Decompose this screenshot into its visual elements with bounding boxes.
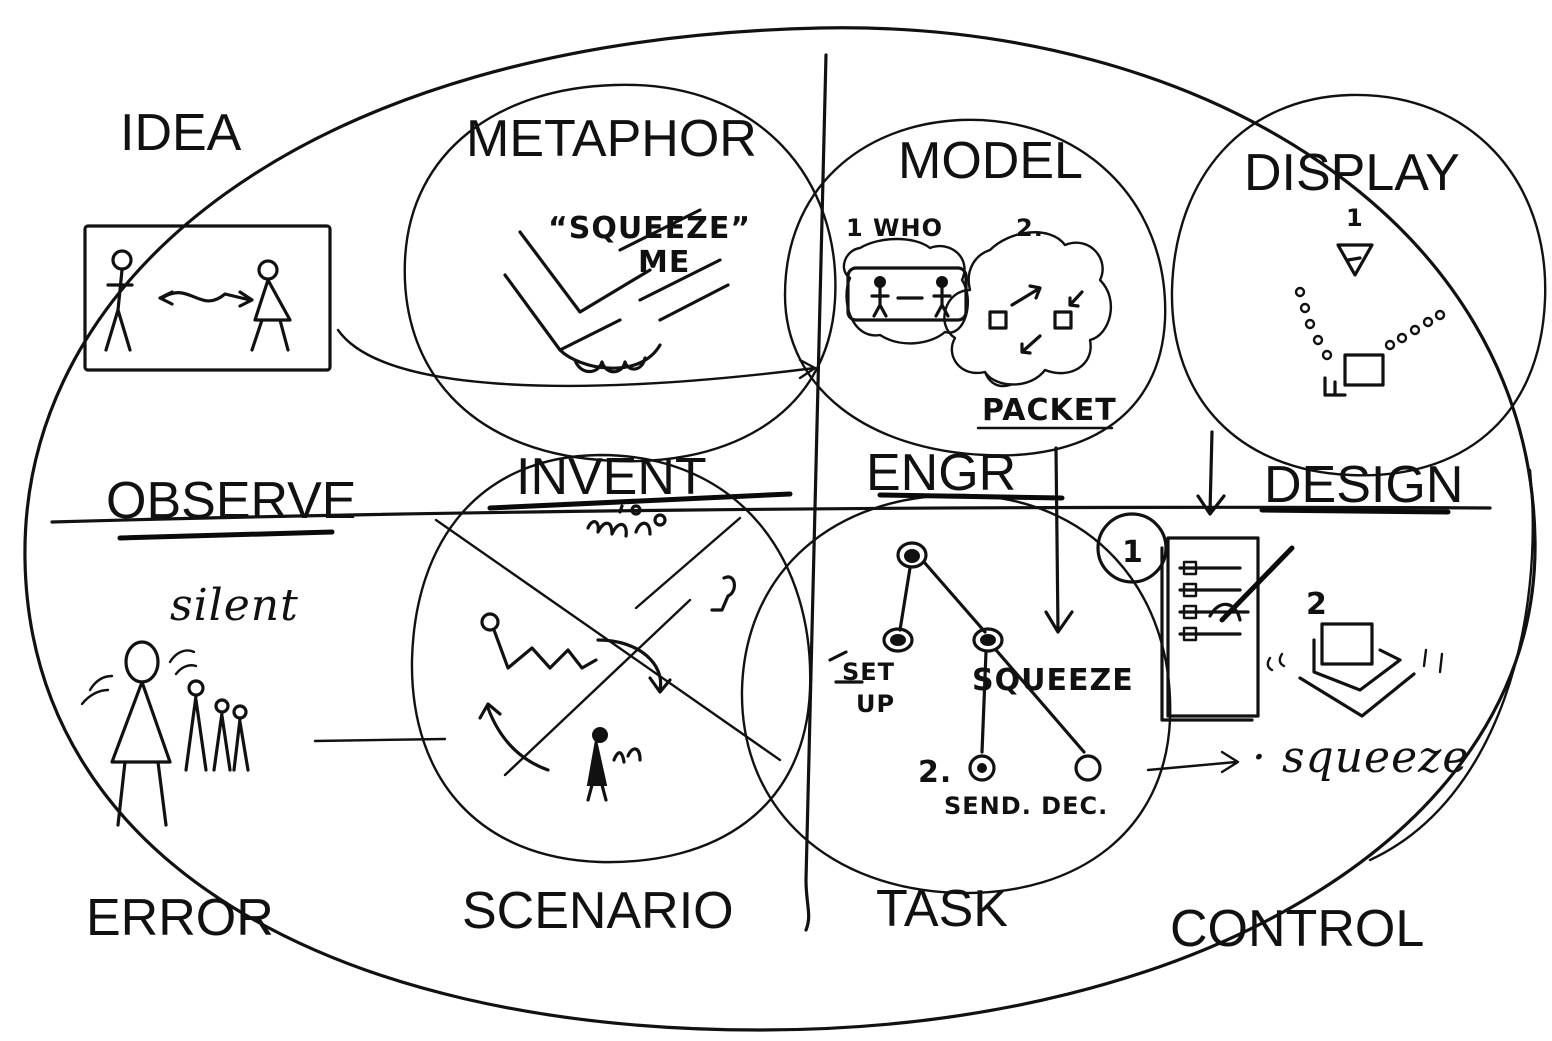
idea-to-model-arrow <box>338 330 815 386</box>
model-to-task-arrow <box>1046 448 1072 632</box>
label-metaphor: METAPHOR <box>466 110 757 168</box>
observe-underline <box>120 532 332 538</box>
control-sketch <box>1098 514 1442 720</box>
label-model: MODEL <box>898 132 1083 190</box>
label-model-step2: 2. <box>1016 214 1044 242</box>
idea-frame <box>85 226 330 370</box>
display-sketch <box>1296 245 1444 395</box>
label-control: CONTROL <box>1170 900 1424 958</box>
label-task: TASK <box>876 880 1008 938</box>
label-setup-line1: SET <box>842 658 895 686</box>
label-task-squeeze: SQUEEZE <box>972 663 1134 698</box>
label-invent: INVENT <box>516 448 707 506</box>
label-scenario: SCENARIO <box>462 882 734 940</box>
label-packet: PACKET <box>982 393 1117 428</box>
model-sketch <box>844 232 1111 386</box>
idea-frame-sketch <box>85 226 330 370</box>
label-control-step2: 2 <box>1306 587 1328 622</box>
label-engr: ENGR <box>866 444 1016 502</box>
label-silent: silent <box>170 580 299 631</box>
label-design: DESIGN <box>1264 456 1463 514</box>
task-to-control-arrow <box>1148 752 1238 772</box>
label-observe: OBSERVE <box>106 472 356 530</box>
label-squeeze: “SQUEEZE” <box>548 211 751 246</box>
label-error: ERROR <box>86 889 274 947</box>
label-display: DISPLAY <box>1244 144 1460 202</box>
vertical-axis <box>806 55 826 930</box>
label-control-step1: 1 <box>1122 535 1144 570</box>
label-send-dec: SEND. DEC. <box>944 792 1108 820</box>
label-idea: IDEA <box>120 104 242 162</box>
label-display-step1: 1 <box>1346 204 1364 232</box>
error-to-scenario-line <box>315 739 445 741</box>
scenario-circle <box>412 455 810 862</box>
label-send-step: 2. <box>918 755 952 790</box>
label-model-step1: 1 WHO <box>846 214 943 242</box>
label-setup-line2: UP <box>856 690 895 718</box>
label-control-squeeze: · squeeze <box>1252 732 1469 783</box>
scenario-sketch <box>436 506 780 800</box>
display-to-control-arrow <box>1198 432 1224 514</box>
label-me: ME <box>638 245 690 280</box>
